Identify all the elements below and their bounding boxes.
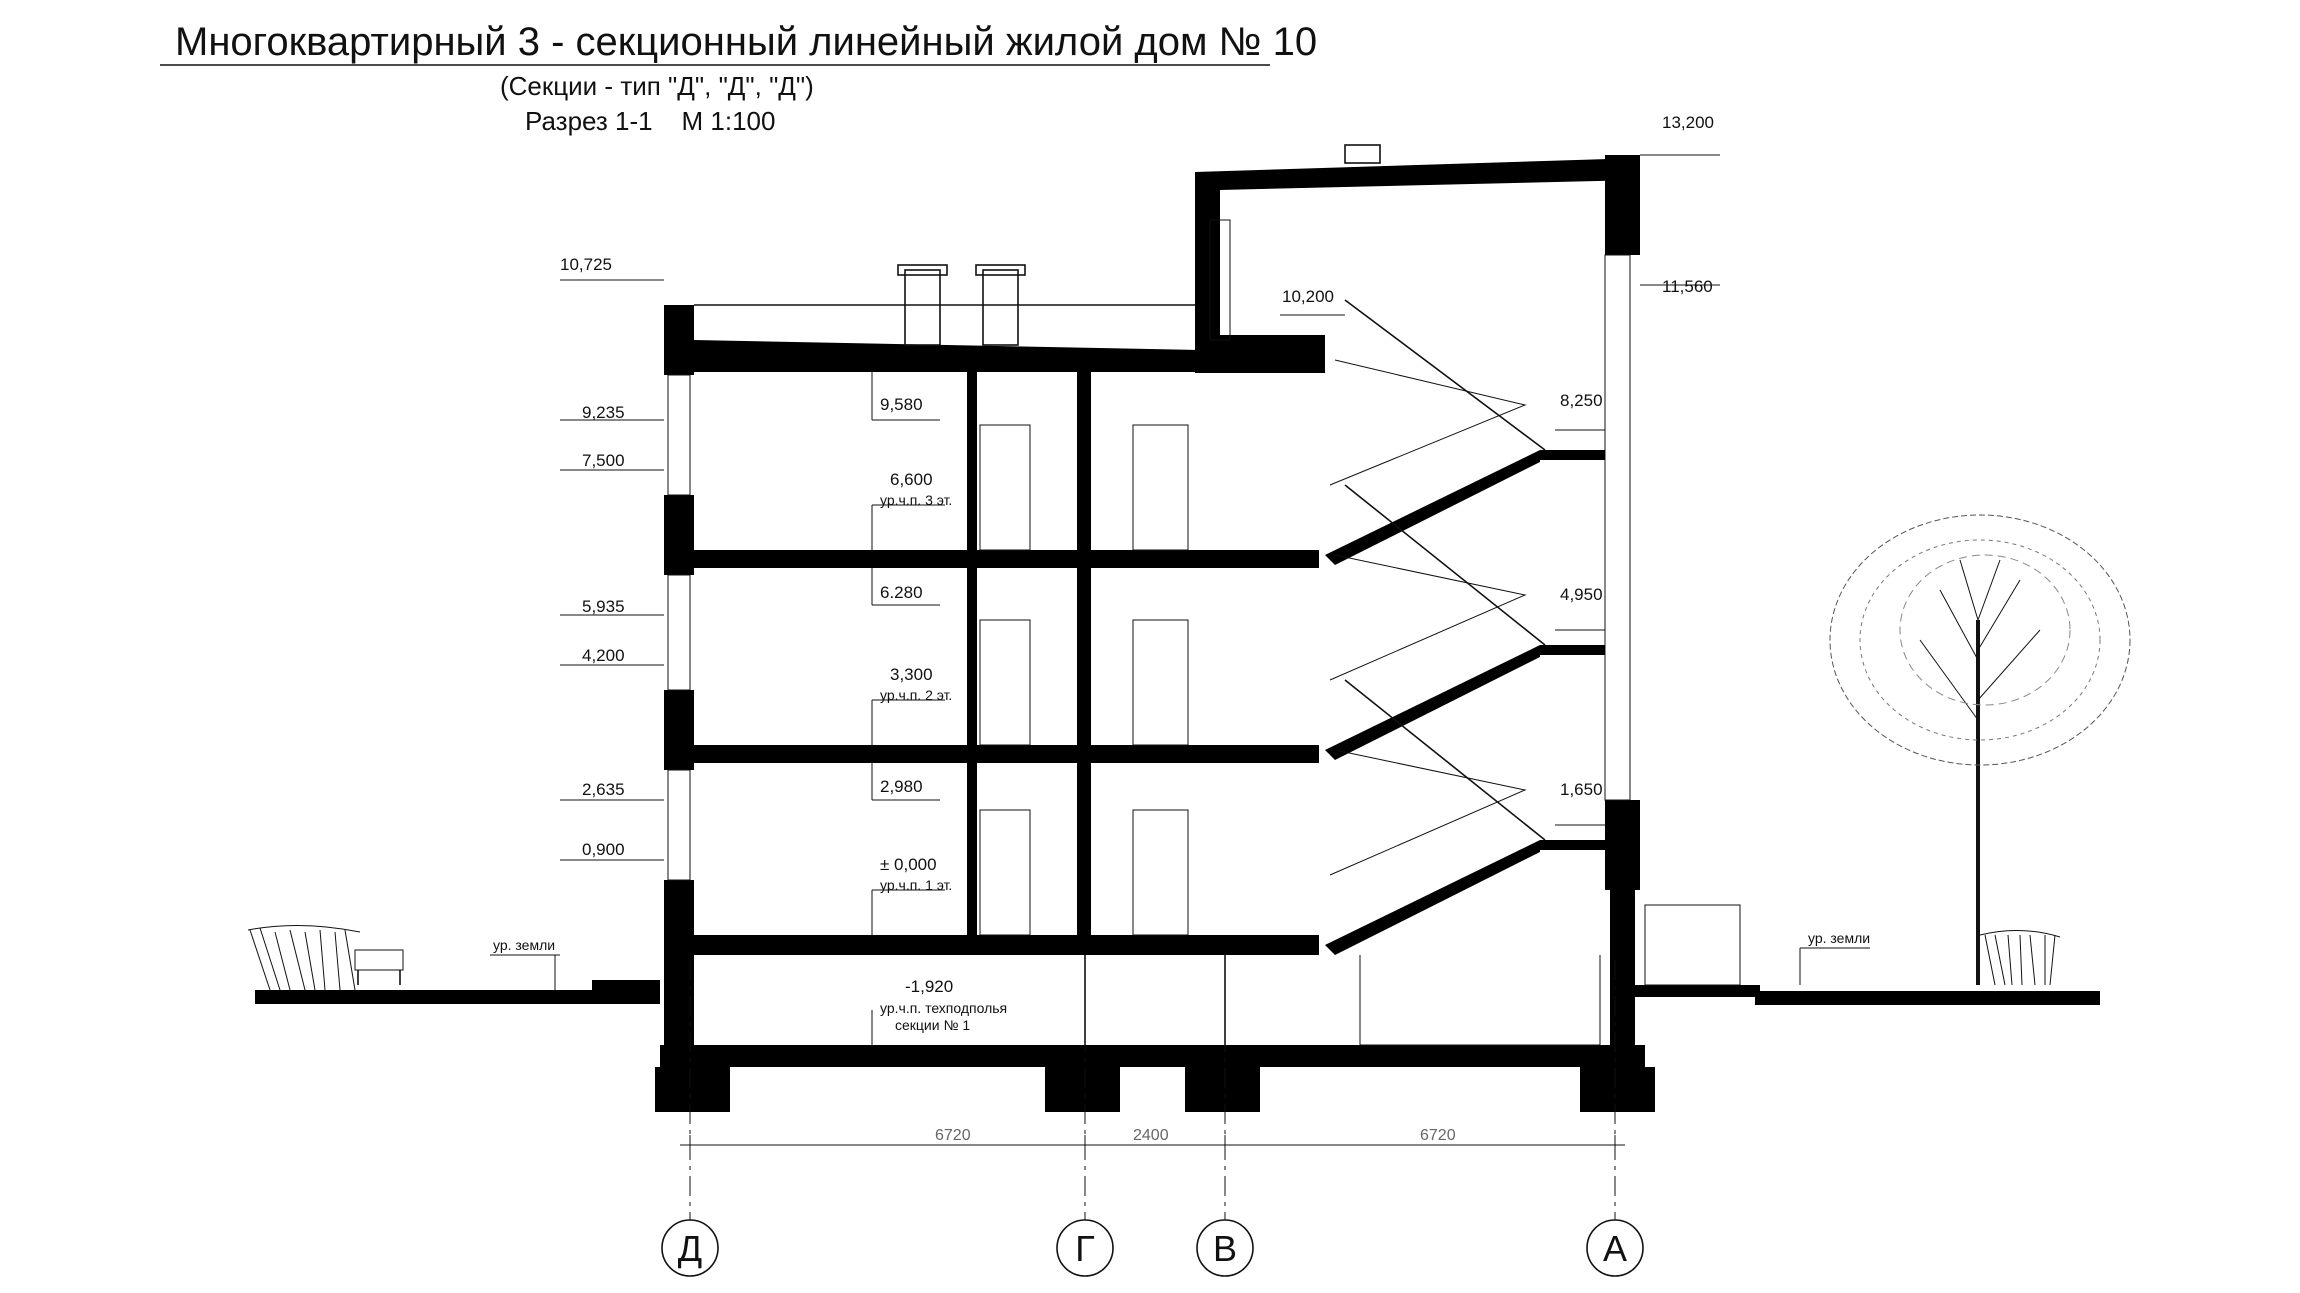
elev-mark-4950: 4,950 <box>1560 585 1603 604</box>
left-elevation-marks: 10,725 9,235 7,500 5,935 4,200 2,635 0,9… <box>560 255 664 861</box>
dim-6720-left: 6720 <box>935 1127 971 1144</box>
ceiling-mark-9580: 9,580 <box>880 395 923 414</box>
elev-mark-4200: 4,200 <box>582 646 625 665</box>
ground-mark-right: ур. земли <box>1808 930 1870 946</box>
elev-mark-10200: 10,200 <box>1282 287 1334 306</box>
drawing-title: Многоквартирный 3 - секционный линейный … <box>175 20 1317 64</box>
right-elevation-marks: 13,200 11,560 10,200 8,250 4,950 1,650 <box>1280 113 1720 826</box>
elev-mark-2635: 2,635 <box>582 780 625 799</box>
elev-mark-1650: 1,650 <box>1560 780 1603 799</box>
elev-mark-5935: 5,935 <box>582 597 625 616</box>
floor-level-1-value: ± 0,000 <box>880 855 937 874</box>
ground-level-marks: ур. земли ур. земли <box>490 930 1870 990</box>
floor-level-3-value: 6,600 <box>890 470 933 489</box>
dimension-chain: 6720 2400 6720 <box>680 1127 1625 1160</box>
floor-level-3-caption: ур.ч.п. 3 эт. <box>880 492 952 508</box>
ceiling-mark-2980: 2,980 <box>880 777 923 796</box>
axis-lines <box>689 960 1616 1220</box>
axis-label-g: Г <box>1075 1228 1095 1269</box>
axis-bubble-d: Д <box>661 1219 719 1277</box>
dim-6720-right: 6720 <box>1420 1127 1456 1144</box>
elev-mark-7500: 7,500 <box>582 451 625 470</box>
ceiling-mark-6280: 6.280 <box>880 583 923 602</box>
ground-right <box>1620 985 2100 1005</box>
floor-level-1-caption: ур.ч.п. 1 эт. <box>880 877 952 893</box>
section-label: Разрез 1-1 М 1:100 <box>525 106 775 136</box>
axis-bubble-g: Г <box>1056 1219 1114 1277</box>
shrubs-right <box>1979 930 2061 986</box>
elev-mark-11560: 11,560 <box>1662 277 1713 296</box>
basement-level-value: -1,920 <box>905 977 953 996</box>
drawing-subtitle: (Секции - тип "Д", "Д", "Д") <box>500 71 814 101</box>
axis-label-a: А <box>1603 1228 1627 1269</box>
bench <box>354 949 404 985</box>
shrubs-left <box>247 924 361 991</box>
floor-level-2-caption: ур.ч.п. 2 эт. <box>880 687 952 703</box>
elev-mark-8250: 8,250 <box>1560 391 1603 410</box>
elev-mark-9235: 9,235 <box>582 403 625 422</box>
basement-level-caption-2: секции № 1 <box>895 1017 970 1033</box>
elev-mark-13200: 13,200 <box>1662 113 1714 132</box>
axis-bubble-v: В <box>1196 1219 1254 1277</box>
axis-label-v: В <box>1213 1228 1237 1269</box>
ground-mark-left: ур. земли <box>493 937 555 953</box>
axis-label-d: Д <box>678 1228 702 1269</box>
axis-bubble-a: А <box>1586 1219 1644 1277</box>
elev-mark-10725: 10,725 <box>560 255 612 274</box>
basement-level-caption-1: ур.ч.п. техподполья <box>880 1000 1007 1016</box>
interior-level-marks: 9,580 6.280 2,980 6,600 ур.ч.п. 3 эт. 3,… <box>871 372 1007 1045</box>
tree <box>1829 514 2131 985</box>
floor-level-2-value: 3,300 <box>890 665 933 684</box>
ground-left <box>255 980 660 1004</box>
building-structure <box>655 144 1741 1112</box>
elev-mark-0900: 0,900 <box>582 840 625 859</box>
dim-2400: 2400 <box>1133 1127 1169 1144</box>
